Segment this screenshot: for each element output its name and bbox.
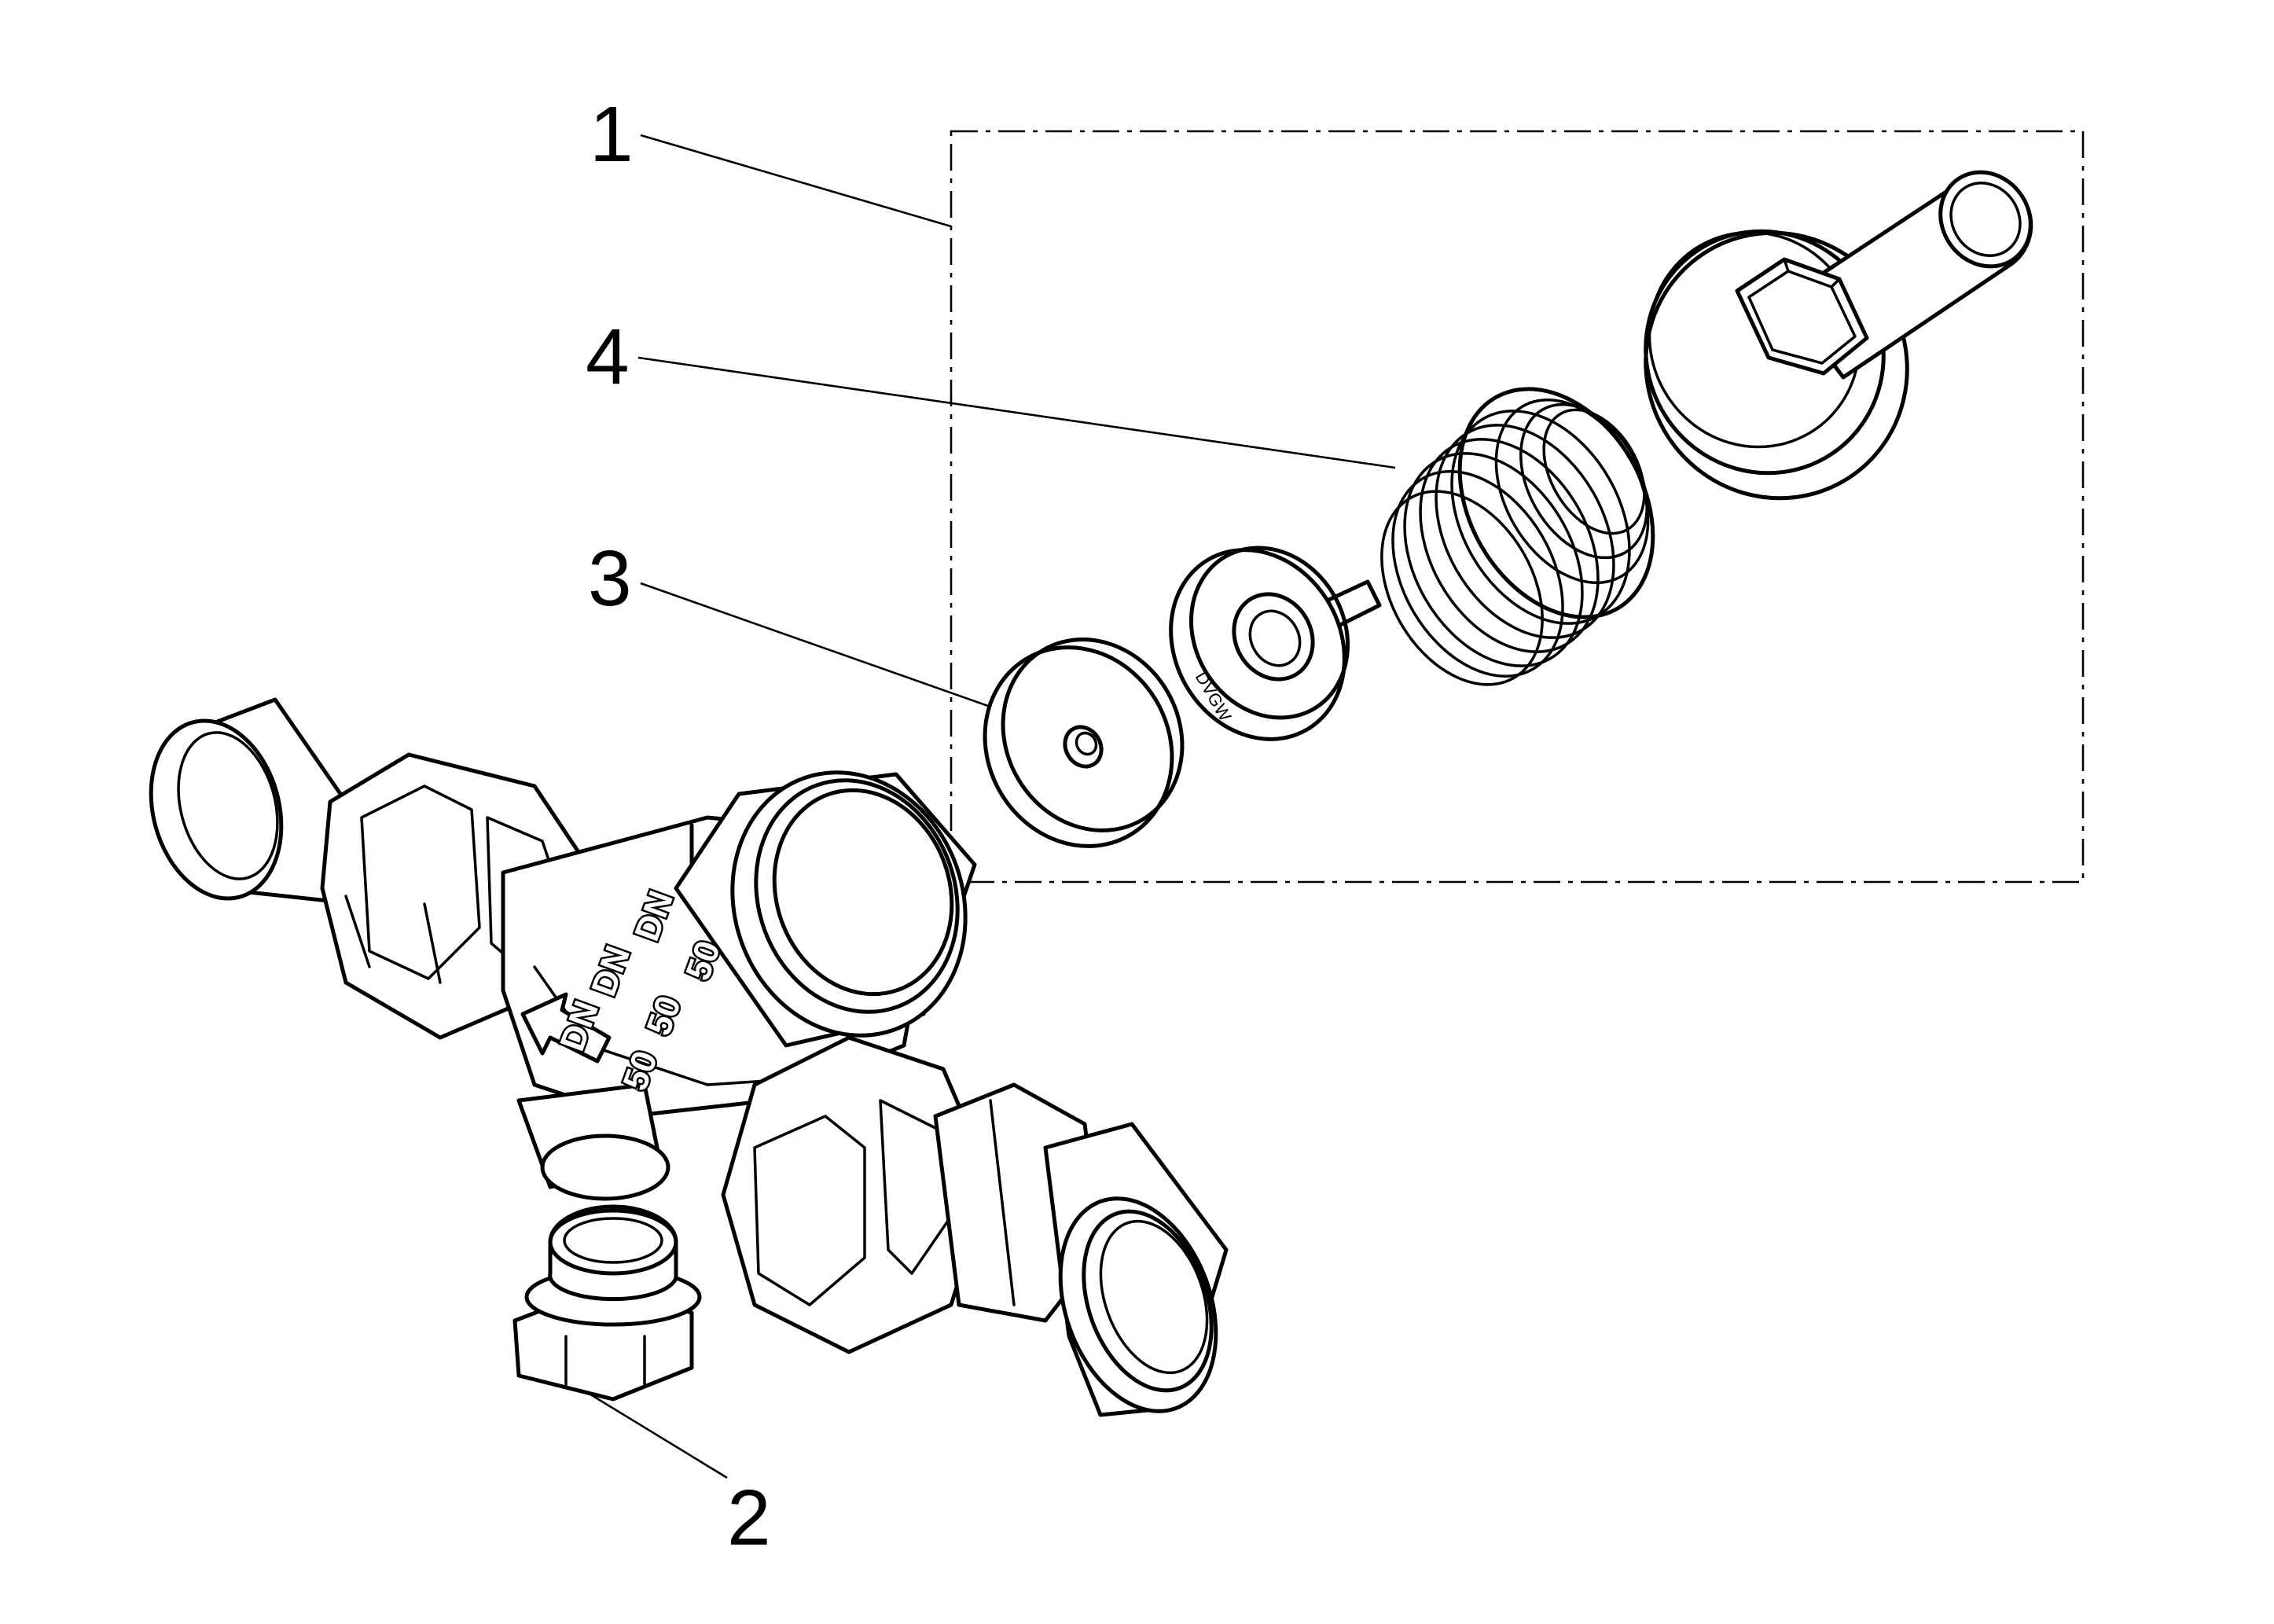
callout-2: 2 bbox=[565, 1378, 771, 1562]
callout-3-label: 3 bbox=[588, 535, 632, 623]
cap-with-stem bbox=[1644, 170, 2033, 501]
valve-body: DN DN DN 50 50 50 bbox=[149, 697, 1229, 1417]
disc-washer-part-3 bbox=[983, 637, 1185, 848]
callout-2-label: 2 bbox=[727, 1474, 771, 1562]
callout-1-label: 1 bbox=[590, 90, 634, 178]
callout-4: 4 bbox=[586, 313, 1396, 469]
plug-part-2 bbox=[512, 1204, 702, 1402]
callout-4-label: 4 bbox=[586, 313, 630, 401]
callout-3: 3 bbox=[588, 535, 1027, 721]
spring-part-4 bbox=[1380, 387, 1655, 686]
callout-1: 1 bbox=[590, 90, 952, 228]
valve-disc-with-stem: DVGW bbox=[1169, 546, 1382, 741]
kit-frame bbox=[950, 130, 2085, 884]
